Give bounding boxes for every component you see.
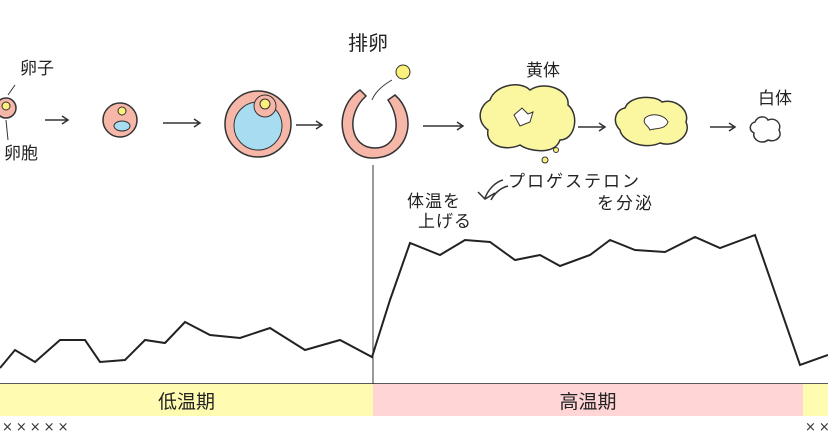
regressing-corpus-luteum-icon bbox=[614, 96, 688, 147]
egg-label: 卵子 bbox=[20, 59, 54, 79]
corpus-luteum-label: 黄体 bbox=[526, 61, 560, 81]
corpus-albicans-icon bbox=[749, 116, 781, 143]
follicle-label: 卵胞 bbox=[4, 144, 38, 164]
high-temp-phase-band: 高温期 bbox=[373, 384, 803, 416]
low-temp-phase-band: 低温期 bbox=[0, 384, 373, 416]
raise-temp-label-2: 上げる bbox=[418, 212, 472, 232]
raise-temp-label-1: 体温を bbox=[407, 192, 461, 212]
next-low-temp-band bbox=[803, 384, 828, 416]
basal-temperature-line bbox=[0, 233, 828, 369]
progesterone-label: プロゲステロン bbox=[508, 172, 641, 192]
corpus-luteum-icon bbox=[479, 84, 576, 164]
cross-marks-left: ××××× bbox=[2, 420, 72, 435]
mature-follicle-icon bbox=[224, 90, 292, 158]
primordial-follicle-icon bbox=[0, 84, 17, 141]
ovulating-follicle-icon bbox=[341, 64, 411, 159]
cross-marks-right: ×× bbox=[805, 420, 828, 435]
arrow-icon bbox=[45, 115, 737, 132]
growing-follicle-icon bbox=[102, 102, 138, 138]
progesterone-arrow-icon bbox=[477, 179, 509, 201]
secrete-label: を分泌 bbox=[597, 194, 654, 214]
corpus-albicans-label: 白体 bbox=[758, 89, 792, 109]
ovulation-label: 排卵 bbox=[348, 31, 388, 55]
